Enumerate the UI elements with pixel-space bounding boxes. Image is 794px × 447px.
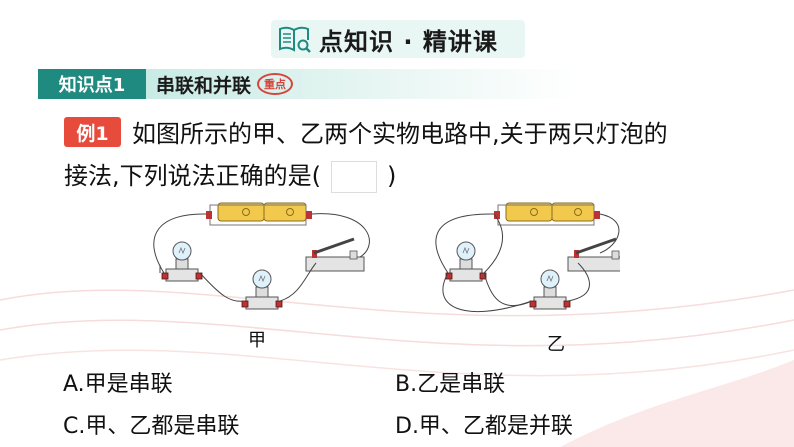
importance-badge: 重点 bbox=[257, 73, 294, 95]
circuit-figures bbox=[153, 202, 620, 313]
option-b[interactable]: B.乙是串联 bbox=[395, 372, 506, 397]
book-magnifier-icon bbox=[279, 26, 311, 53]
section-header: 点知识 · 精讲课 bbox=[271, 20, 525, 58]
header-title: 点知识 · 精讲课 bbox=[319, 27, 498, 56]
question-text-line1: 如图所示的甲、乙两个实物电路中,关于两只灯泡的 bbox=[132, 120, 668, 148]
example-label: 例1 bbox=[64, 117, 121, 147]
question-text-suffix: ) bbox=[387, 162, 397, 190]
figure-caption-jia: 甲 bbox=[248, 330, 266, 351]
answer-box[interactable] bbox=[331, 161, 377, 193]
circuit-yi bbox=[435, 202, 620, 313]
question-text-line2: 接法,下列说法正确的是() bbox=[64, 156, 396, 193]
option-a[interactable]: A.甲是串联 bbox=[63, 372, 173, 397]
option-d[interactable]: D.甲、乙都是并联 bbox=[395, 414, 573, 439]
knowledge-point-title: 串联和并联 bbox=[156, 74, 252, 97]
figure-caption-yi: 乙 bbox=[547, 334, 565, 355]
question-text-prefix: 接法,下列说法正确的是( bbox=[64, 162, 321, 190]
option-c[interactable]: C.甲、乙都是串联 bbox=[63, 414, 240, 439]
knowledge-point-body: 串联和并联 重点 bbox=[146, 69, 578, 99]
knowledge-point-tag: 知识点1 bbox=[38, 69, 146, 99]
knowledge-point-bar: 知识点1 串联和并联 重点 bbox=[38, 69, 578, 99]
circuit-jia bbox=[153, 202, 370, 310]
